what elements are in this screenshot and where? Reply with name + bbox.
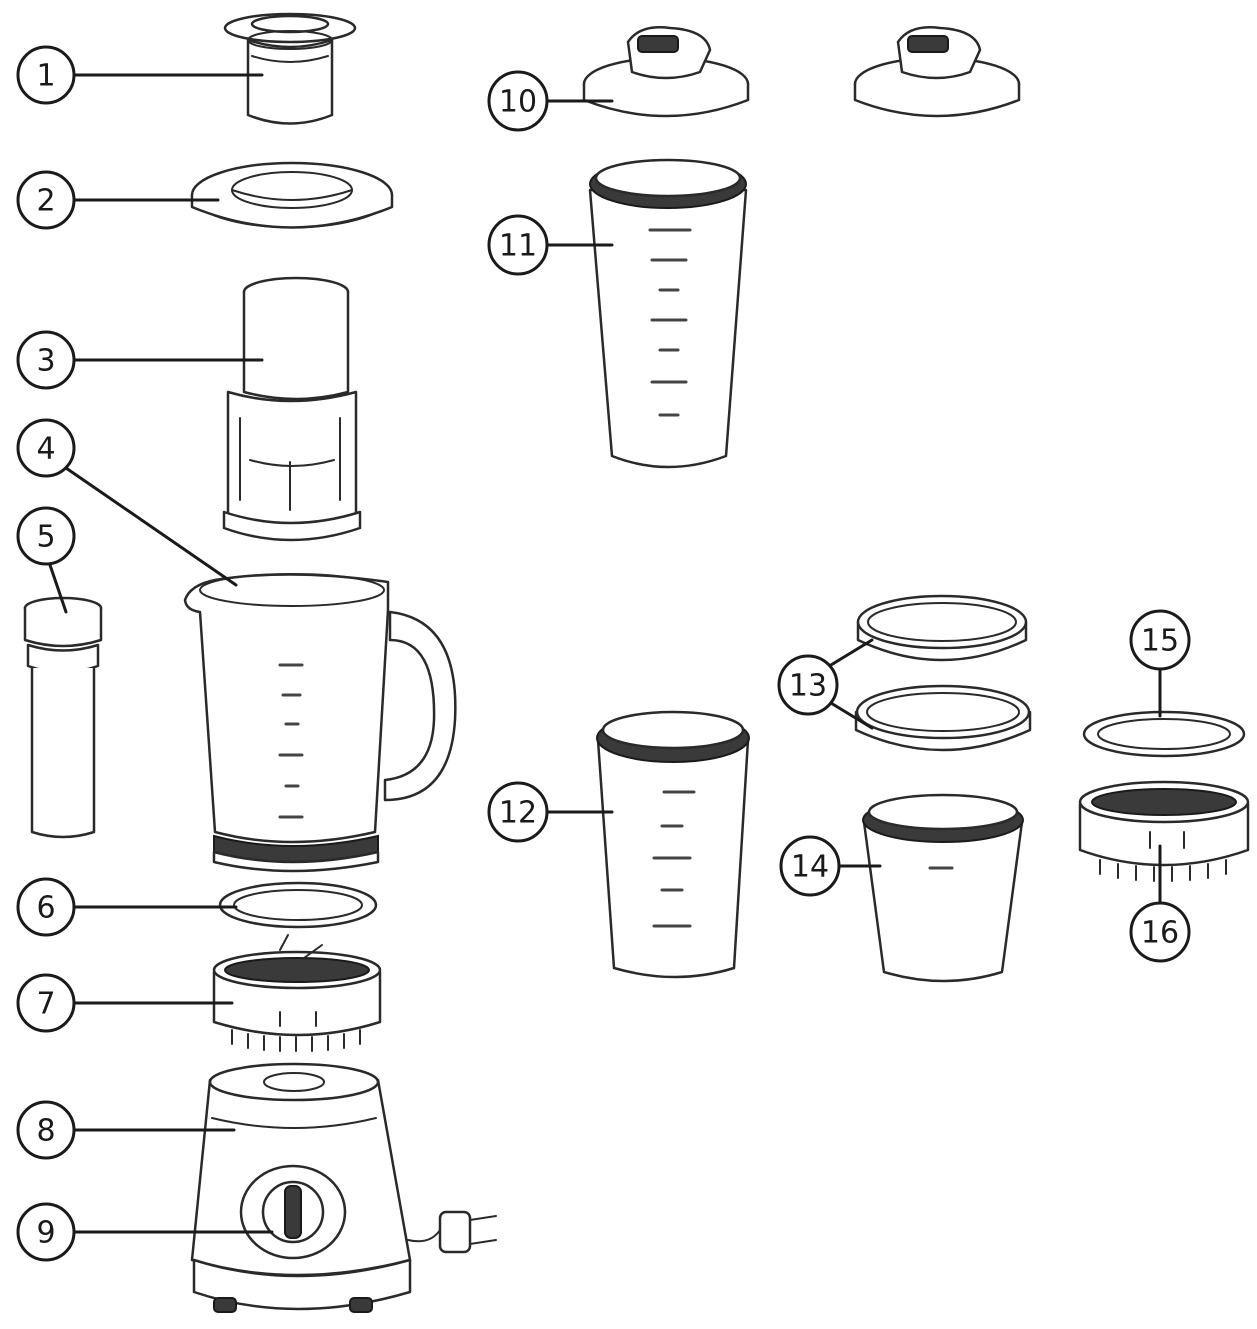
leader-5 xyxy=(48,563,68,614)
callout-16: 16 xyxy=(1129,901,1191,963)
callout-14: 14 xyxy=(779,835,841,897)
lid-illustration xyxy=(190,161,394,229)
callout-1: 1 xyxy=(16,45,76,105)
callout-15: 15 xyxy=(1129,609,1191,671)
callout-label: 10 xyxy=(499,85,537,120)
callout-2: 2 xyxy=(16,170,76,230)
large-cup-illustration xyxy=(588,158,748,469)
callout-4: 4 xyxy=(16,418,76,478)
leader-4 xyxy=(64,466,238,587)
callout-3: 3 xyxy=(16,330,76,390)
leader-lines xyxy=(48,73,1162,1234)
callout-13: 13 xyxy=(777,654,839,716)
leader-13b xyxy=(824,698,874,730)
callout-6: 6 xyxy=(16,877,76,937)
callout-label: 5 xyxy=(36,520,55,555)
callout-8: 8 xyxy=(16,1100,76,1160)
callout-label: 13 xyxy=(789,669,827,704)
blade-assembly-illustration xyxy=(212,934,382,1052)
callout-label: 15 xyxy=(1141,624,1179,659)
callout-label: 2 xyxy=(36,184,55,219)
callout-label: 8 xyxy=(36,1114,55,1149)
callout-label: 16 xyxy=(1141,916,1179,951)
callout-label: 11 xyxy=(499,229,537,264)
callout-label: 6 xyxy=(36,891,55,926)
callout-11: 11 xyxy=(487,214,549,276)
medium-cup-illustration xyxy=(596,710,750,979)
extractor-blade-illustration xyxy=(1078,780,1250,882)
motor-base-illustration xyxy=(190,1062,497,1313)
callout-label: 3 xyxy=(36,344,55,379)
small-cup-illustration xyxy=(862,793,1024,983)
callout-label: 7 xyxy=(36,987,55,1022)
callout-10: 10 xyxy=(487,70,549,132)
travel-lid-spare-illustration xyxy=(853,26,1021,118)
small-sealing-ring-illustration xyxy=(1082,710,1246,758)
grinder-cup-illustration xyxy=(222,276,362,542)
lip-rings-illustration xyxy=(854,594,1032,752)
callout-label: 12 xyxy=(499,796,537,831)
callout-7: 7 xyxy=(16,973,76,1033)
jug-illustration xyxy=(183,573,457,873)
callout-label: 14 xyxy=(791,850,829,885)
measuring-cap-illustration xyxy=(223,12,357,125)
callout-label: 1 xyxy=(36,59,55,94)
callout-label: 4 xyxy=(36,432,55,467)
sealing-ring-illustration xyxy=(218,881,378,929)
tamper-illustration xyxy=(23,596,103,839)
leader-13a xyxy=(824,638,874,670)
callout-5: 5 xyxy=(16,506,76,566)
callout-9: 9 xyxy=(16,1202,76,1262)
callout-12: 12 xyxy=(487,781,549,843)
travel-lid-illustration xyxy=(582,26,750,118)
callout-label: 9 xyxy=(36,1216,55,1251)
